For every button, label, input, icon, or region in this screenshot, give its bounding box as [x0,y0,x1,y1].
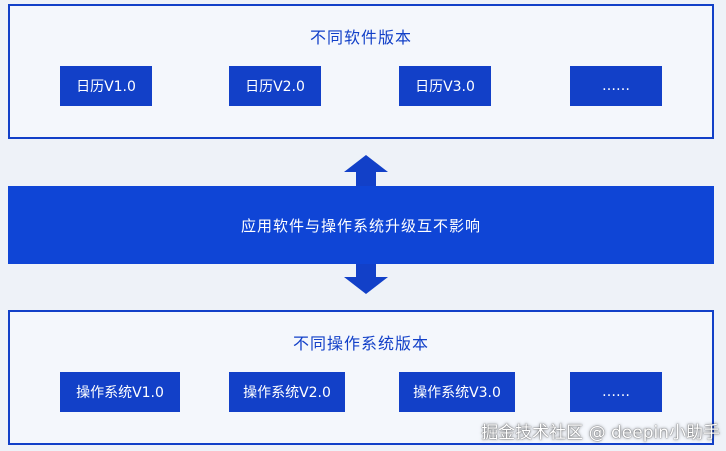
software-version-item: 日历V3.0 [399,66,491,106]
os-versions-title: 不同操作系统版本 [292,334,429,353]
watermark: 掘金技术社区 @ deepin小助手 [481,423,720,443]
software-version-item: 日历V2.0 [229,66,321,106]
software-version-item: …… [570,66,662,106]
os-version-item: …… [570,372,662,412]
software-versions-title: 不同软件版本 [309,28,412,47]
os-version-item: 操作系统V3.0 [399,372,515,412]
compatibility-band: 应用软件与操作系统升级互不影响 [8,186,714,264]
software-version-item: 日历V1.0 [60,66,152,106]
arrow-down-icon [344,264,388,294]
os-versions-panel: 不同操作系统版本 操作系统V1.0 操作系统V2.0 操作系统V3.0 …… [8,310,714,445]
software-versions-panel: 不同软件版本 日历V1.0 日历V2.0 日历V3.0 …… [8,4,714,139]
os-version-item: 操作系统V2.0 [229,372,345,412]
arrow-up-icon [344,155,388,186]
os-version-item: 操作系统V1.0 [60,372,180,412]
